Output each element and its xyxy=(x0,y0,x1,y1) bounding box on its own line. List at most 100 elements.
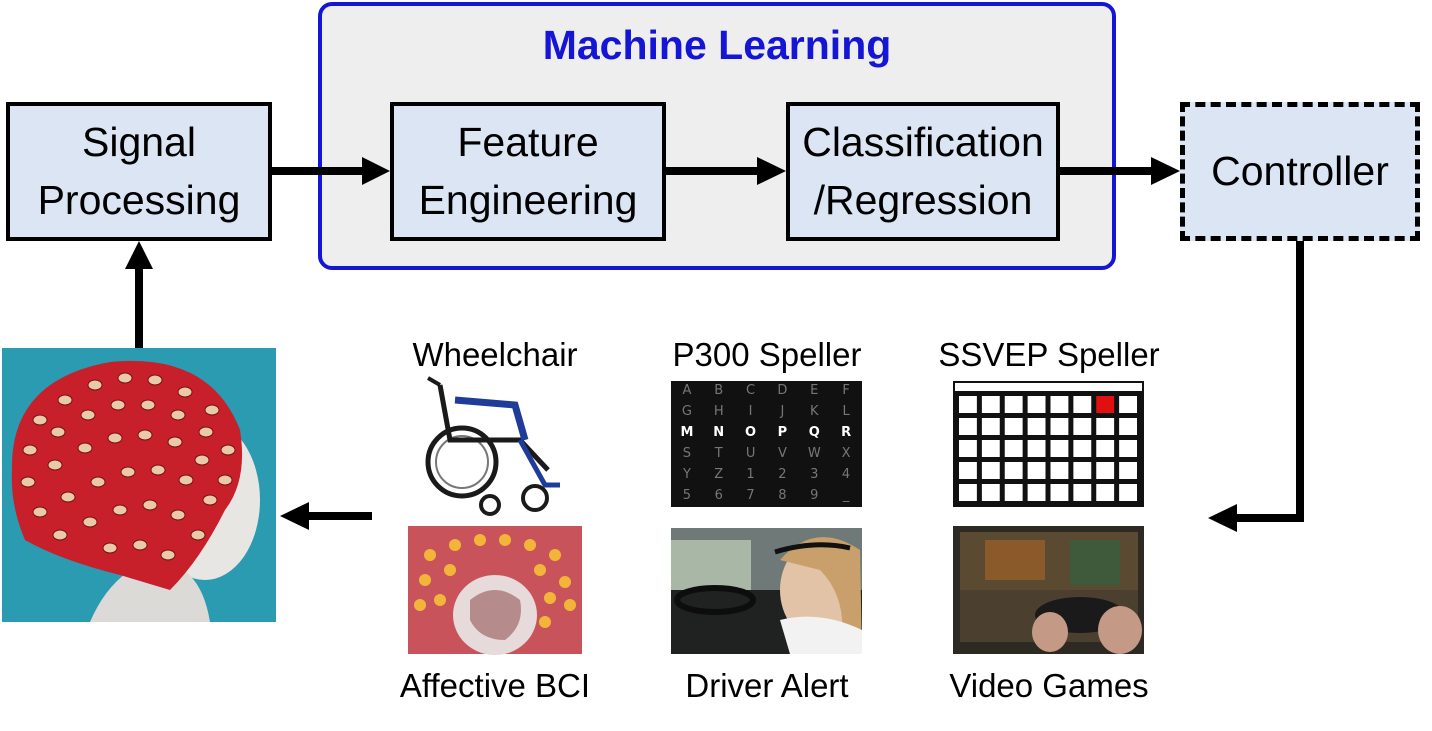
p300-letter: L xyxy=(842,404,850,419)
p300-letter: G xyxy=(681,404,692,419)
p300-letter: N xyxy=(713,425,725,440)
p300-letter: Z xyxy=(714,467,724,482)
arrow-signal-to-feature xyxy=(272,157,390,185)
ssvep-cell xyxy=(981,440,1000,457)
classification-regression-label: Classification /Regression xyxy=(802,119,1044,223)
caption-ssvep-speller: SSVEP Speller xyxy=(938,336,1160,373)
p300-letter: R xyxy=(841,425,852,440)
p300-letter: 3 xyxy=(810,467,819,482)
ssvep-cell xyxy=(1096,440,1115,457)
ssvep-cell xyxy=(1073,396,1092,413)
p300-letter: H xyxy=(713,404,724,419)
p300-letter: X xyxy=(841,446,851,461)
arrow-applications-to-user xyxy=(280,502,372,530)
p300-letter: 6 xyxy=(714,488,723,503)
p300-letter: W xyxy=(807,446,821,461)
caption-p300-speller: P300 Speller xyxy=(672,336,862,373)
ssvep-cell xyxy=(1119,462,1137,479)
signal-processing-label: Signal Processing xyxy=(37,119,241,223)
p300-letter: 4 xyxy=(841,467,851,482)
p300-letter: T xyxy=(714,446,723,461)
ssvep-cell xyxy=(1027,484,1046,501)
ssvep-cell xyxy=(1119,440,1137,457)
caption-affective-bci: Affective BCI xyxy=(399,667,591,704)
caption-wheelchair: Wheelchair xyxy=(412,336,578,373)
caption-driver-alert: Driver Alert xyxy=(685,667,849,704)
ssvep-cell xyxy=(1004,462,1023,479)
ssvep-cell xyxy=(959,396,977,413)
ssvep-cell xyxy=(1050,418,1069,435)
ssvep-cell xyxy=(1119,396,1137,413)
ssvep-cell xyxy=(981,396,1000,413)
ssvep-cell xyxy=(959,440,977,457)
p300-letter: Y xyxy=(682,467,691,482)
p300-letter: V xyxy=(777,446,787,461)
arrow-classification-to-controller xyxy=(1060,157,1180,185)
p300-letter: _ xyxy=(842,488,850,503)
p300-letter: C xyxy=(746,383,756,398)
ssvep-cell xyxy=(1050,440,1069,457)
ssvep-cell xyxy=(1027,440,1046,457)
ssvep-cell xyxy=(1119,418,1137,435)
ssvep-cell xyxy=(1027,462,1046,479)
p300-letter: 9 xyxy=(810,488,819,503)
p300-letter: 2 xyxy=(778,467,787,482)
ssvep-cell xyxy=(1004,396,1023,413)
p300-letter: A xyxy=(682,383,692,398)
ssvep-cell xyxy=(1004,418,1023,435)
p300-letter: U xyxy=(745,446,756,461)
ssvep-cell xyxy=(1027,418,1046,435)
p300-letter: K xyxy=(809,404,819,419)
ssvep-cell xyxy=(1073,418,1092,435)
p300-letter: Q xyxy=(808,425,820,440)
ssvep-cell xyxy=(1096,462,1115,479)
p300-letter: 5 xyxy=(682,488,692,503)
ssvep-cell xyxy=(981,484,1000,501)
feature-engineering-label: Feature Engineering xyxy=(418,119,638,223)
p300-letter: M xyxy=(680,425,694,440)
ssvep-cell xyxy=(1096,484,1115,501)
ssvep-cell xyxy=(1027,396,1046,413)
controller-block: Controller xyxy=(1180,102,1420,241)
p300-letter: O xyxy=(745,425,757,440)
p300-letter: D xyxy=(777,383,788,398)
video-games-image xyxy=(953,526,1144,654)
p300-speller-image xyxy=(671,381,862,507)
arrow-user-to-signal-processing xyxy=(125,241,153,348)
driver-alert-image xyxy=(671,528,862,654)
ssvep-cell xyxy=(1050,462,1069,479)
ssvep-cell xyxy=(1096,418,1115,435)
ssvep-cell xyxy=(1073,484,1092,501)
ssvep-cell xyxy=(959,484,977,501)
wheelchair-image xyxy=(425,376,560,516)
ssvep-cell xyxy=(1119,484,1137,501)
eeg-cap-photo xyxy=(2,348,276,622)
ssvep-cell xyxy=(981,418,1000,435)
affective-bci-image xyxy=(408,526,582,655)
p300-letter: P xyxy=(777,425,788,440)
p300-letter: E xyxy=(810,383,819,398)
p300-letter: S xyxy=(682,446,692,461)
ssvep-cell xyxy=(1073,440,1092,457)
classification-regression-block: Classification /Regression xyxy=(786,102,1060,241)
p300-letter: J xyxy=(780,404,785,419)
machine-learning-title: Machine Learning xyxy=(542,22,892,68)
ssvep-cell xyxy=(981,462,1000,479)
ssvep-cell xyxy=(1096,396,1115,413)
controller-label: Controller xyxy=(1211,147,1389,194)
ssvep-cell xyxy=(1004,440,1023,457)
ssvep-cell xyxy=(1004,484,1023,501)
p300-letter: 7 xyxy=(746,488,755,503)
ssvep-cell xyxy=(1050,396,1069,413)
p300-letter: F xyxy=(842,383,850,398)
feature-engineering-block: Feature Engineering xyxy=(390,102,666,241)
ssvep-cell xyxy=(1050,484,1069,501)
p300-letter: 1 xyxy=(746,467,755,482)
ssvep-cell xyxy=(959,462,977,479)
p300-letter: B xyxy=(714,383,724,398)
signal-processing-block: Signal Processing xyxy=(6,102,272,241)
p300-letter: 8 xyxy=(778,488,787,503)
arrow-controller-to-applications xyxy=(1208,241,1304,532)
